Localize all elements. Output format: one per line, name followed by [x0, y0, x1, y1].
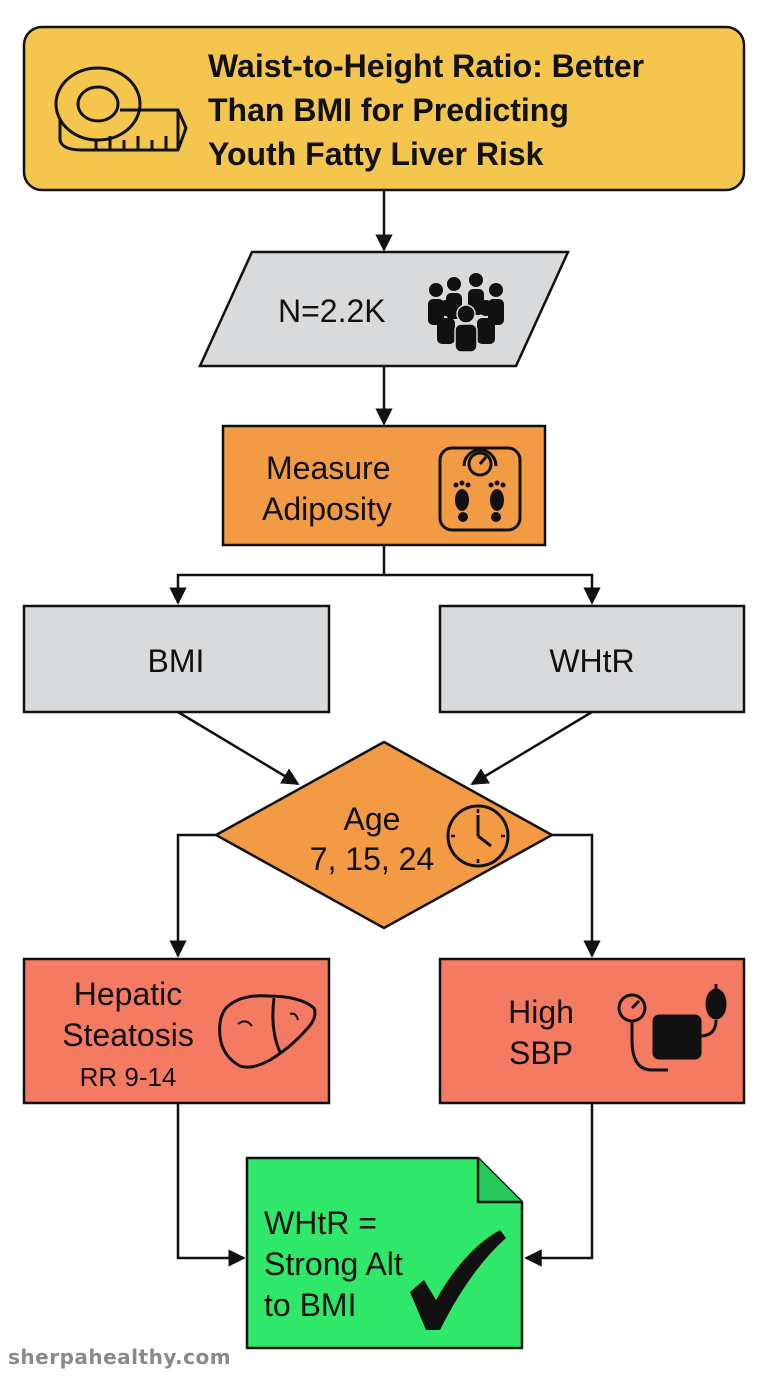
- arrow-measure-to-whtr: [384, 573, 601, 605]
- measuring-tape-icon: [54, 66, 188, 152]
- age-line-1: Age: [344, 801, 401, 837]
- conclusion-line-3: to BMI: [264, 1287, 356, 1323]
- title-line-2: Than BMI for Predicting: [208, 92, 569, 128]
- bathroom-scale-icon: [438, 446, 522, 532]
- measure-line-1: Measure: [266, 450, 391, 486]
- title-line-3: Youth Fatty Liver Risk: [208, 136, 544, 172]
- sample-size-node: N=2.2K: [198, 250, 570, 368]
- watermark: sherpahealthy.com: [8, 1345, 232, 1369]
- sbp-line-2: SBP: [509, 1035, 573, 1071]
- liver-icon: [218, 994, 317, 1069]
- high-sbp-node: High SBP: [438, 957, 746, 1105]
- whtr-label: WHtR: [549, 643, 634, 679]
- measure-adiposity-node: Measure Adiposity: [221, 424, 547, 547]
- title-line-1: Waist-to-Height Ratio: Better: [208, 48, 644, 84]
- arrow-measure-to-bmi: [169, 545, 386, 605]
- checkmark-icon: [410, 1230, 506, 1330]
- clock-icon: [446, 804, 510, 868]
- arrow-sbp-to-conclusion: [524, 1103, 594, 1267]
- bmi-node: BMI: [22, 604, 331, 714]
- conclusion-line-2: Strong Alt: [264, 1246, 403, 1282]
- bmi-label: BMI: [148, 643, 205, 679]
- blood-pressure-cuff-icon: [617, 984, 727, 1072]
- arrow-age-to-sbp: [552, 833, 601, 958]
- arrow-bmi-to-age: [177, 710, 300, 786]
- connectors: [169, 190, 601, 1267]
- whtr-node: WHtR: [438, 604, 746, 714]
- measure-line-2: Adiposity: [262, 491, 392, 527]
- people-group-icon: [428, 273, 504, 353]
- arrow-age-to-hepatic: [169, 833, 216, 958]
- hepatic-steatosis-node: Hepatic Steatosis RR 9-14: [22, 957, 331, 1105]
- sample-size-label: N=2.2K: [278, 293, 386, 329]
- hepatic-line-1: Hepatic: [74, 976, 183, 1012]
- arrow-hepatic-to-conclusion: [176, 1103, 246, 1267]
- hepatic-line-2: Steatosis: [62, 1017, 194, 1053]
- arrow-whtr-to-age: [470, 710, 593, 786]
- age-line-2: 7, 15, 24: [310, 841, 435, 877]
- title-box: Waist-to-Height Ratio: Better Than BMI f…: [22, 25, 746, 192]
- sbp-line-1: High: [508, 994, 574, 1030]
- age-decision-node: Age 7, 15, 24: [213, 740, 555, 930]
- hepatic-relative-risk: RR 9-14: [80, 1062, 177, 1092]
- conclusion-line-1: WHtR =: [264, 1205, 377, 1241]
- conclusion-node: WHtR = Strong Alt to BMI: [245, 1156, 524, 1350]
